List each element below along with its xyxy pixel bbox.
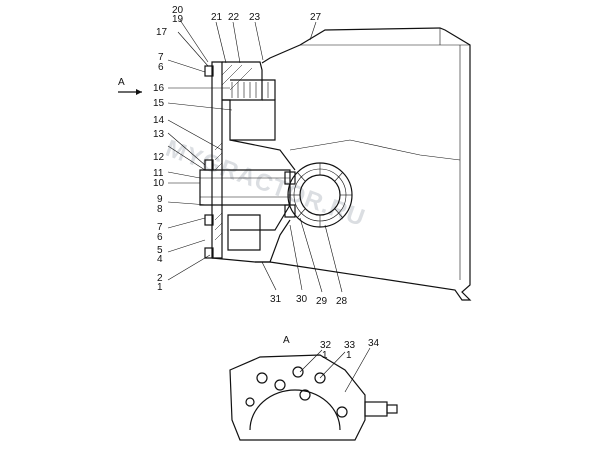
callout-20: 20: [172, 5, 184, 16]
callout-28: 28: [336, 296, 348, 307]
callout-1-view-a-second: 1: [346, 350, 352, 361]
upper-gear-housing: [222, 61, 263, 101]
gear-16-rim: [230, 79, 276, 100]
callout-1-view-a-first: 1: [322, 350, 328, 361]
callout-23: 23: [249, 12, 261, 23]
view-a-detail: A: [229, 335, 398, 441]
callout-33: 33: [344, 340, 356, 351]
callout-31: 31: [270, 294, 282, 305]
callout-2: 2: [157, 273, 163, 284]
hatched-sections: [214, 64, 253, 241]
callout-17: 17: [156, 27, 168, 38]
callout-19: 19: [172, 14, 184, 25]
callout-numbers-top: 21 22 23 27: [211, 12, 322, 23]
callout-7-lower: 7: [157, 222, 163, 233]
callout-numbers-bottom: 31 30 29 28: [270, 294, 348, 307]
housing-outline: [255, 27, 472, 301]
callout-1: 1: [157, 282, 163, 293]
view-a-bottom-label: A: [283, 335, 290, 346]
housing-top-flange: [300, 28, 470, 46]
callout-22: 22: [228, 12, 240, 23]
gear-15-body: [222, 99, 276, 141]
callout-4: 4: [157, 254, 163, 265]
lower-gear-block: [227, 214, 261, 251]
callout-27: 27: [310, 12, 322, 23]
leader-lines: [167, 19, 343, 293]
main-section-view: A: [118, 27, 472, 301]
callout-7-upper: 7: [158, 52, 164, 63]
bearing-29-lower: [284, 204, 296, 218]
upper-gear-teeth: [231, 82, 269, 98]
bearing-29-upper: [284, 171, 296, 185]
callout-34: 34: [368, 338, 380, 349]
callout-32: 32: [320, 340, 332, 351]
callout-6-lower: 6: [157, 232, 163, 243]
lower-cover: [211, 219, 291, 263]
callout-29: 29: [316, 296, 328, 307]
view-a-arc-opening: [249, 389, 341, 431]
callout-5: 5: [157, 245, 163, 256]
callout-30: 30: [296, 294, 308, 305]
callout-12: 12: [153, 152, 165, 163]
watermark-text: MYGRACTOR.RU: [162, 135, 369, 232]
callout-21: 21: [211, 12, 223, 23]
view-a-label: A: [118, 77, 125, 88]
flange-bolts: [204, 65, 214, 259]
housing-rib: [289, 139, 461, 161]
callout-numbers-left: 20 19 17 7 6 16 15 14 13 12 11 10 9 8 7 …: [153, 5, 184, 293]
shaft-centreline: [200, 177, 290, 198]
callout-15: 15: [153, 98, 165, 109]
view-a-fitting: [364, 401, 388, 417]
callout-14: 14: [153, 115, 165, 126]
callout-8: 8: [157, 204, 163, 215]
bearing-rollers: [288, 163, 352, 227]
callout-13: 13: [153, 129, 165, 140]
callout-10: 10: [153, 178, 165, 189]
callout-11: 11: [153, 168, 164, 179]
view-a-arrowhead: [136, 89, 142, 95]
callout-16: 16: [153, 83, 165, 94]
view-a-bolt-holes: [245, 366, 348, 418]
callout-6-upper: 6: [158, 62, 164, 73]
callout-9: 9: [157, 194, 163, 205]
callout-numbers-view-a: 32 1 33 1 34: [320, 338, 380, 361]
view-a-fitting-nut: [386, 404, 398, 414]
cover-flange: [211, 61, 223, 259]
